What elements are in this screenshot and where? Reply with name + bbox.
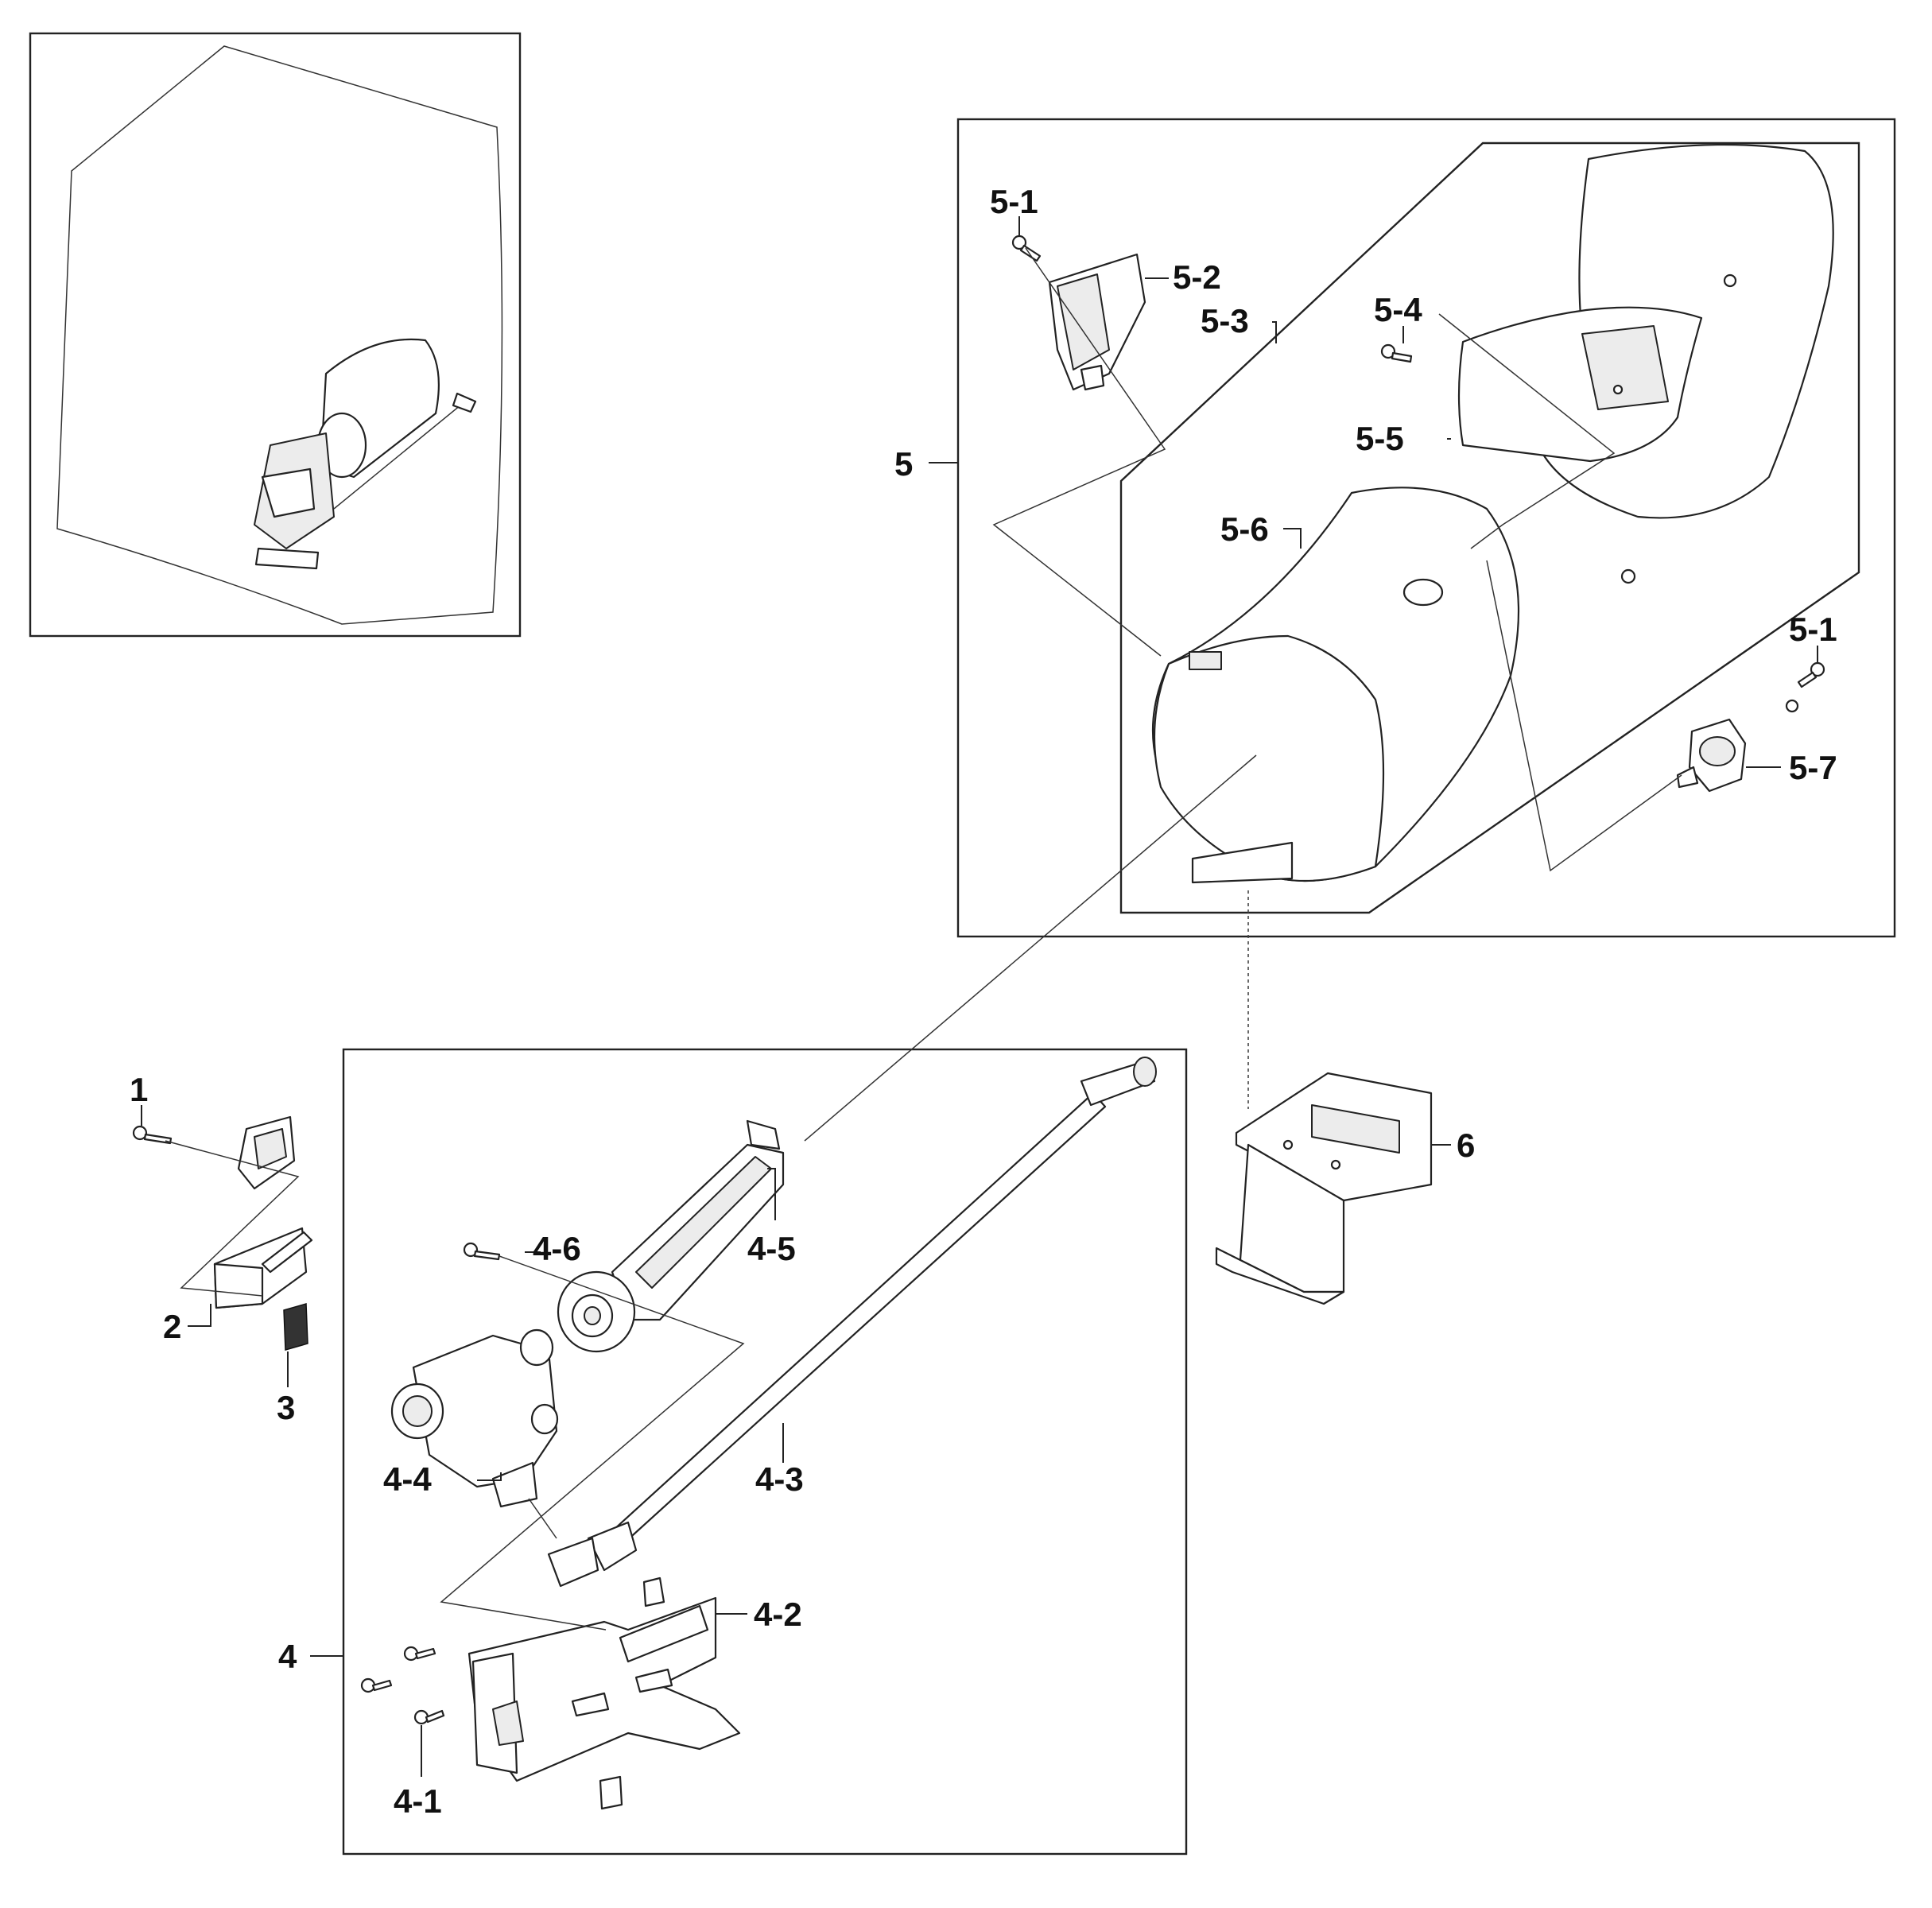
label-part-5-4: 5-4 (1374, 291, 1422, 328)
part-4-2-base-bracket (467, 1576, 741, 1810)
label-part-4-3: 4-3 (755, 1460, 804, 1498)
part-6-mounting-bracket (1215, 1072, 1433, 1305)
part-4-6-screw (463, 1242, 501, 1261)
label-part-5-1-right: 5-1 (1789, 611, 1837, 648)
part-4-1-screws (360, 1646, 445, 1725)
part-5-1-screw-top (1011, 235, 1042, 262)
label-part-4-5: 4-5 (747, 1230, 796, 1267)
label-part-5-1-top: 5-1 (990, 183, 1038, 220)
part-5-5-upper-shield (1457, 143, 1834, 519)
part-3-pad (283, 1303, 308, 1351)
part-labels: 1 2 3 4 4-1 4-2 4-3 4-4 4-5 4-6 5 5-1 5-… (130, 183, 1837, 1820)
part-1-screw (132, 1125, 173, 1145)
label-part-5-6: 5-6 (1220, 510, 1269, 548)
label-part-4-2: 4-2 (754, 1596, 802, 1633)
part-4-4-gas-valve (390, 1328, 559, 1508)
label-part-4-1: 4-1 (394, 1782, 442, 1820)
group-5-frame (956, 118, 1896, 938)
part-2-igniter (213, 1227, 313, 1309)
part-4-6-orifice (557, 1270, 636, 1353)
label-part-2: 2 (163, 1308, 181, 1345)
label-part-5: 5 (894, 445, 913, 483)
bracket-1-clip (237, 1115, 296, 1190)
group-4-frame (342, 1048, 1188, 1856)
part-4-3-gas-tube (547, 1057, 1157, 1588)
label-part-5-5: 5-5 (1356, 420, 1404, 457)
part-5-7-thermostat (1676, 718, 1747, 793)
label-part-5-7: 5-7 (1789, 749, 1837, 786)
part-5-2-bracket (1048, 253, 1146, 391)
label-part-4: 4 (278, 1638, 297, 1675)
label-part-4-6: 4-6 (533, 1230, 581, 1267)
part-5-4-screw-lower (1620, 273, 1737, 584)
overview-burner-assembly-thumbnail (254, 338, 477, 570)
label-part-5-3: 5-3 (1201, 302, 1249, 339)
label-part-4-4: 4-4 (383, 1460, 432, 1498)
part-5-4-screw (1380, 343, 1413, 363)
part-5-6-lower-shield (1151, 487, 1520, 884)
part-4-5-burner-tube (611, 1119, 785, 1321)
label-part-6: 6 (1457, 1127, 1475, 1164)
overview-inset (29, 32, 522, 638)
part-5-1-screw-right (1785, 661, 1825, 713)
connector-lines (141, 216, 1818, 1777)
label-part-1: 1 (130, 1071, 148, 1108)
label-part-3: 3 (277, 1389, 295, 1426)
label-part-5-2: 5-2 (1173, 258, 1221, 296)
